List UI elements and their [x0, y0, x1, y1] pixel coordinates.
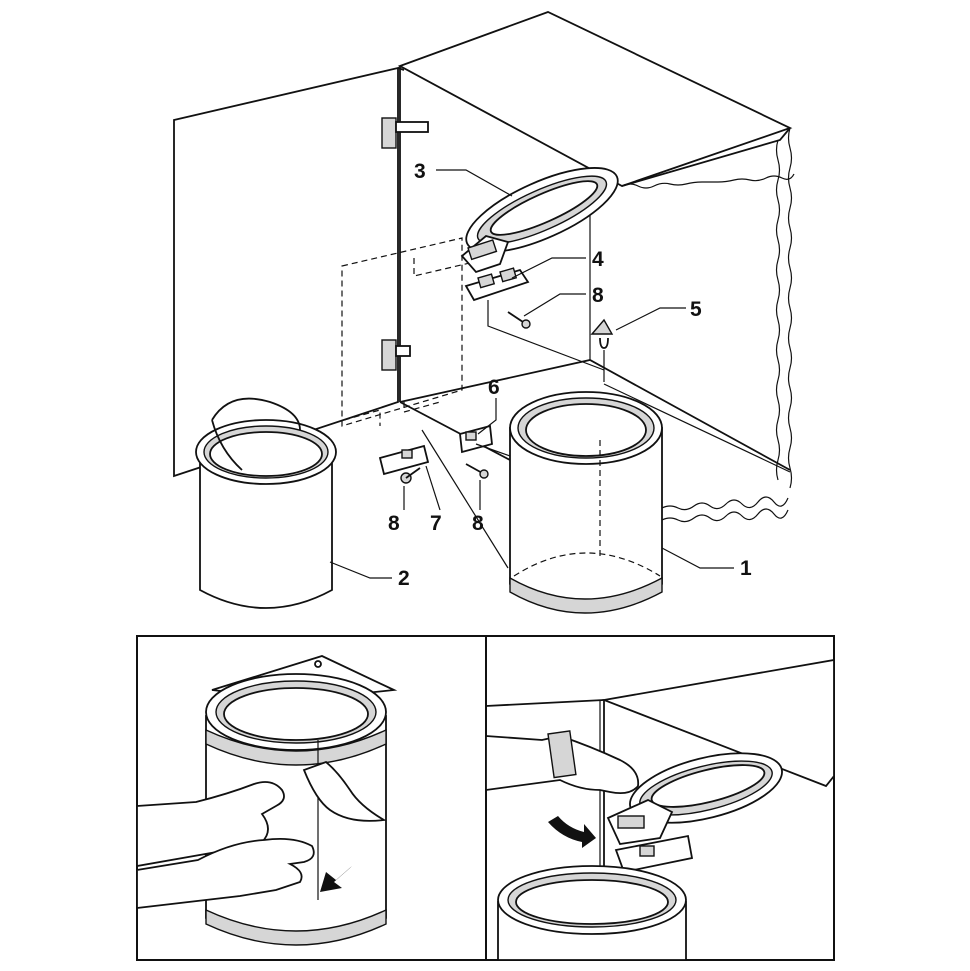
- callout-1: 1: [740, 557, 752, 580]
- hinge-bracket-part-4: [464, 267, 530, 302]
- callout-leaders: [329, 169, 734, 579]
- protective-film: [302, 760, 387, 822]
- step-fit-lid-illustration: [485, 658, 835, 961]
- door-hinge-lower: [381, 339, 411, 371]
- bracket-part-7: [378, 444, 430, 476]
- callout-3: 3: [414, 160, 426, 183]
- callout-8-left: 8: [388, 512, 400, 535]
- rotate-arrow-icon: [548, 816, 596, 848]
- step-peel-film-illustration: [136, 655, 398, 946]
- lid-part-3: [460, 167, 619, 274]
- callout-2: 2: [398, 567, 410, 590]
- callout-8-upper: 8: [592, 284, 604, 307]
- callout-6: 6: [488, 376, 500, 399]
- bucket-handle: [211, 397, 301, 471]
- cabinet-top: [397, 11, 793, 187]
- door-hinge-upper: [381, 117, 429, 149]
- callout-8-right: 8: [472, 512, 484, 535]
- screw-upper: [507, 311, 531, 329]
- callout-5: 5: [690, 298, 702, 321]
- bucket-part-2: [195, 397, 337, 609]
- screw-lower-right: [465, 463, 489, 479]
- hand-lower: [136, 837, 315, 910]
- pull-arrow-icon: [320, 866, 352, 892]
- clip-part-5: [590, 318, 614, 349]
- cabinet-cut-edge: [621, 173, 795, 189]
- bracket-part-6: [459, 424, 493, 454]
- screw-lower-left: [400, 467, 421, 484]
- mounting-outline: [341, 237, 463, 427]
- callout-labels: 3 4 8 5 6 8 7 8 2 1: [388, 160, 752, 590]
- cabinet-bottom-cut: [661, 508, 789, 523]
- callout-7: 7: [430, 512, 442, 535]
- callout-4: 4: [592, 248, 604, 271]
- bin-part-1: [509, 391, 663, 614]
- cabinet: [173, 11, 795, 523]
